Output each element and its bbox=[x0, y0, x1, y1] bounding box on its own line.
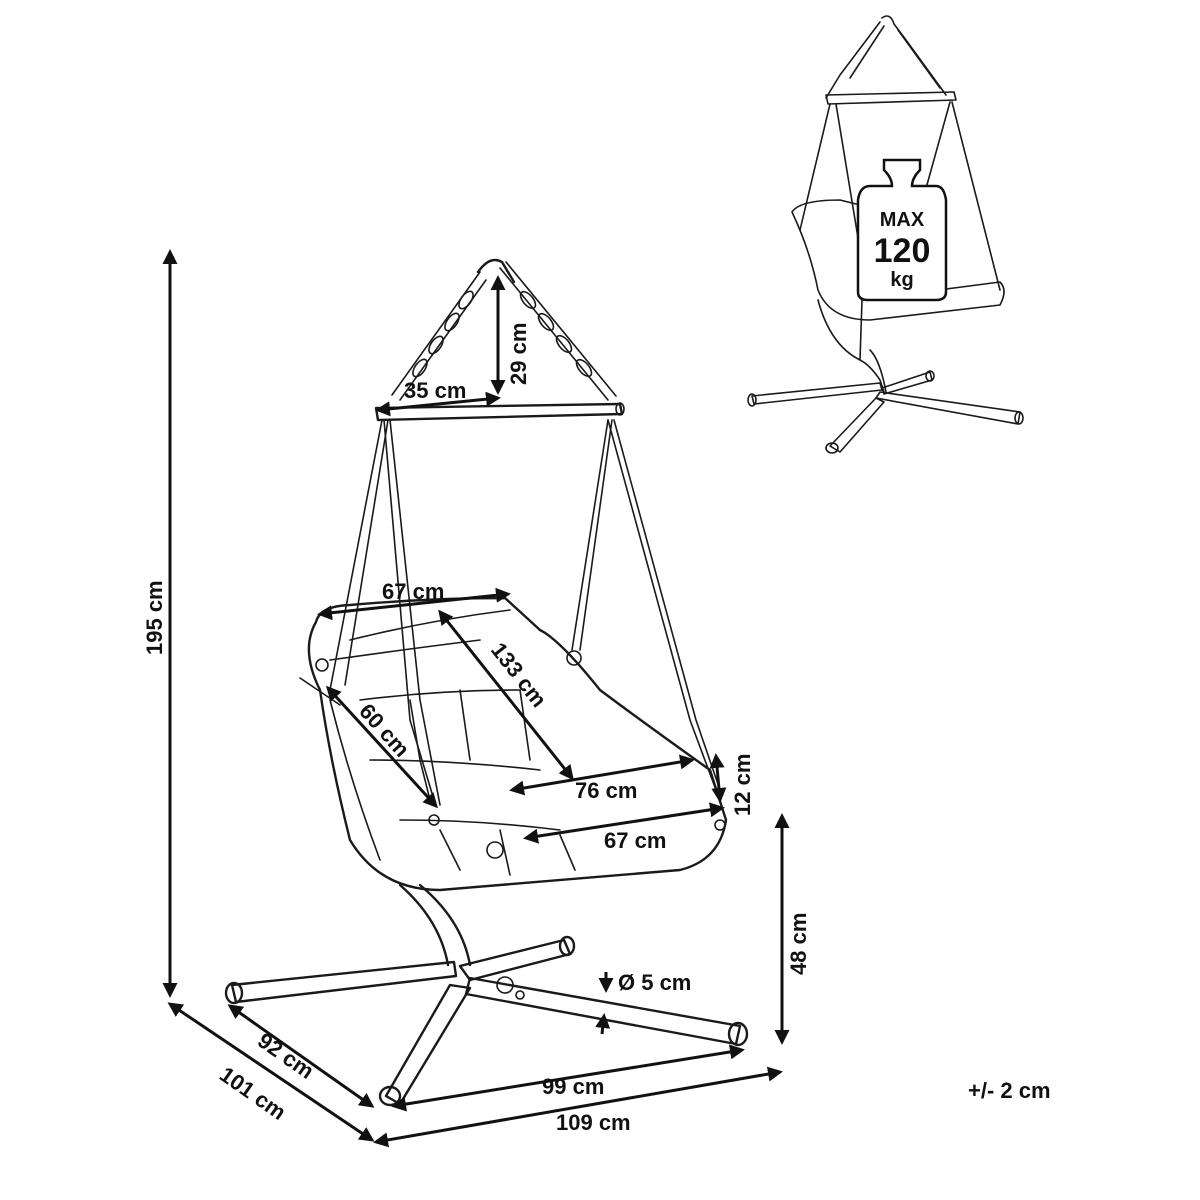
label-seat-front-width: 67 cm bbox=[604, 828, 666, 853]
label-top-bar: 35 cm bbox=[404, 378, 466, 403]
right-chain bbox=[499, 261, 617, 401]
label-chain-height: 29 cm bbox=[506, 323, 531, 385]
dimension-labels: 195 cm 29 cm 35 cm 67 cm 133 cm 60 cm 76… bbox=[142, 323, 811, 1135]
label-tube-diameter: Ø 5 cm bbox=[618, 970, 691, 995]
dimension-lines bbox=[162, 249, 790, 1148]
dim-line-cushion bbox=[709, 753, 727, 803]
label-seat-height: 48 cm bbox=[786, 913, 811, 975]
label-base-inner-width: 99 cm bbox=[542, 1074, 604, 1099]
dim-line-seat-front bbox=[523, 802, 725, 844]
weight-value: 120 bbox=[874, 232, 931, 270]
stand-column bbox=[398, 883, 472, 967]
label-seat-top-width: 67 cm bbox=[382, 579, 444, 604]
label-base-outer-width: 109 cm bbox=[556, 1110, 631, 1135]
label-total-height: 195 cm bbox=[142, 580, 167, 655]
dim-arrow-tube-bottom bbox=[595, 1013, 611, 1035]
left-chain bbox=[391, 271, 487, 401]
inset-chair-illustration: MAX 120 kg bbox=[747, 15, 1024, 454]
weight-icon bbox=[856, 158, 948, 302]
label-base-inner-depth: 92 cm bbox=[253, 1028, 318, 1084]
dim-line-seat-width bbox=[509, 754, 695, 796]
label-cushion-thickness: 12 cm bbox=[730, 754, 755, 816]
weight-max-label: MAX bbox=[880, 209, 925, 231]
weight-badge: MAX 120 kg bbox=[856, 158, 948, 302]
dim-line-base-outer-width bbox=[373, 1066, 783, 1148]
label-base-outer-depth: 101 cm bbox=[215, 1062, 290, 1125]
dim-line-base-outer-depth bbox=[167, 1002, 375, 1142]
label-seat-length: 133 cm bbox=[486, 638, 552, 712]
weight-unit: kg bbox=[890, 269, 913, 291]
label-seat-width: 76 cm bbox=[575, 778, 637, 803]
tolerance-note: +/- 2 cm bbox=[968, 1078, 1051, 1103]
label-back-depth: 60 cm bbox=[354, 699, 414, 762]
dim-line-seat-length bbox=[438, 609, 574, 781]
dim-line-top-bar bbox=[375, 391, 501, 417]
dim-line-seat-top-width bbox=[317, 587, 511, 621]
suspension-ropes bbox=[315, 419, 721, 806]
dim-line-back-depth bbox=[325, 685, 439, 809]
